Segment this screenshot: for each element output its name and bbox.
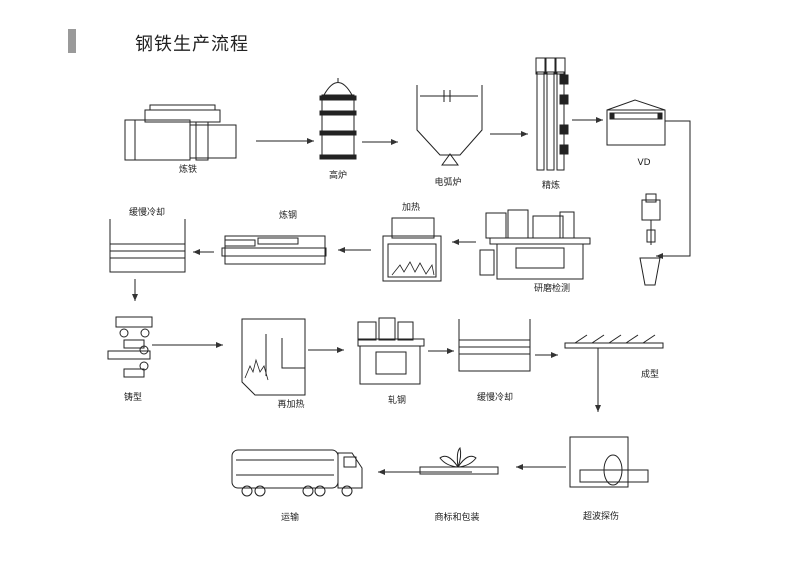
slow-cooling-tank-2: [458, 319, 531, 372]
ultrasonic-inspection: [569, 436, 649, 488]
packaging-equipment: [419, 447, 499, 475]
label-rolling: 轧钢: [387, 396, 407, 406]
casting-mold: [107, 316, 153, 378]
label-blast-furnace: 高炉: [328, 171, 348, 181]
ironmaking-equipment: [124, 104, 237, 161]
label-grinding: 研磨检测: [533, 284, 571, 294]
transport-truck: [231, 449, 363, 497]
grinding-detail-equipment: [639, 193, 661, 286]
label-reheating: 再加热: [277, 400, 305, 410]
label-ultrasonic: 超波探伤: [582, 512, 620, 522]
page-title: 钢铁生产流程: [135, 34, 249, 55]
label-ironmaking: 炼铁: [178, 165, 198, 175]
heating-furnace: [382, 217, 442, 282]
label-steelmaking: 炼钢: [278, 211, 298, 221]
label-eaf: 电弧炉: [434, 178, 462, 188]
reheating-furnace: [241, 318, 306, 396]
vd-equipment: [606, 99, 666, 146]
label-transport: 运输: [280, 513, 300, 523]
label-packaging: 商标和包装: [434, 513, 480, 523]
label-heating: 加热: [401, 203, 421, 213]
label-slow-cooling-2: 缓慢冷却: [476, 393, 514, 403]
blast-furnace-equipment: [319, 78, 357, 160]
label-vd: VD: [637, 158, 651, 168]
label-slow-cooling-1: 缓慢冷却: [128, 208, 166, 218]
rolling-mill: [357, 317, 425, 385]
label-forming: 成型: [640, 370, 660, 380]
label-refining: 精炼: [541, 181, 561, 191]
grinding-machine: [479, 209, 591, 280]
slow-cooling-tank-1: [109, 219, 186, 273]
eaf-equipment: [416, 85, 483, 166]
title-accent-bar: [68, 29, 76, 53]
refining-equipment: [535, 57, 569, 171]
forming-equipment: [564, 334, 664, 349]
label-casting: 铸型: [123, 393, 143, 403]
arrow-vd-to-grinding: [656, 120, 691, 259]
steelmaking-equipment: [221, 235, 327, 265]
